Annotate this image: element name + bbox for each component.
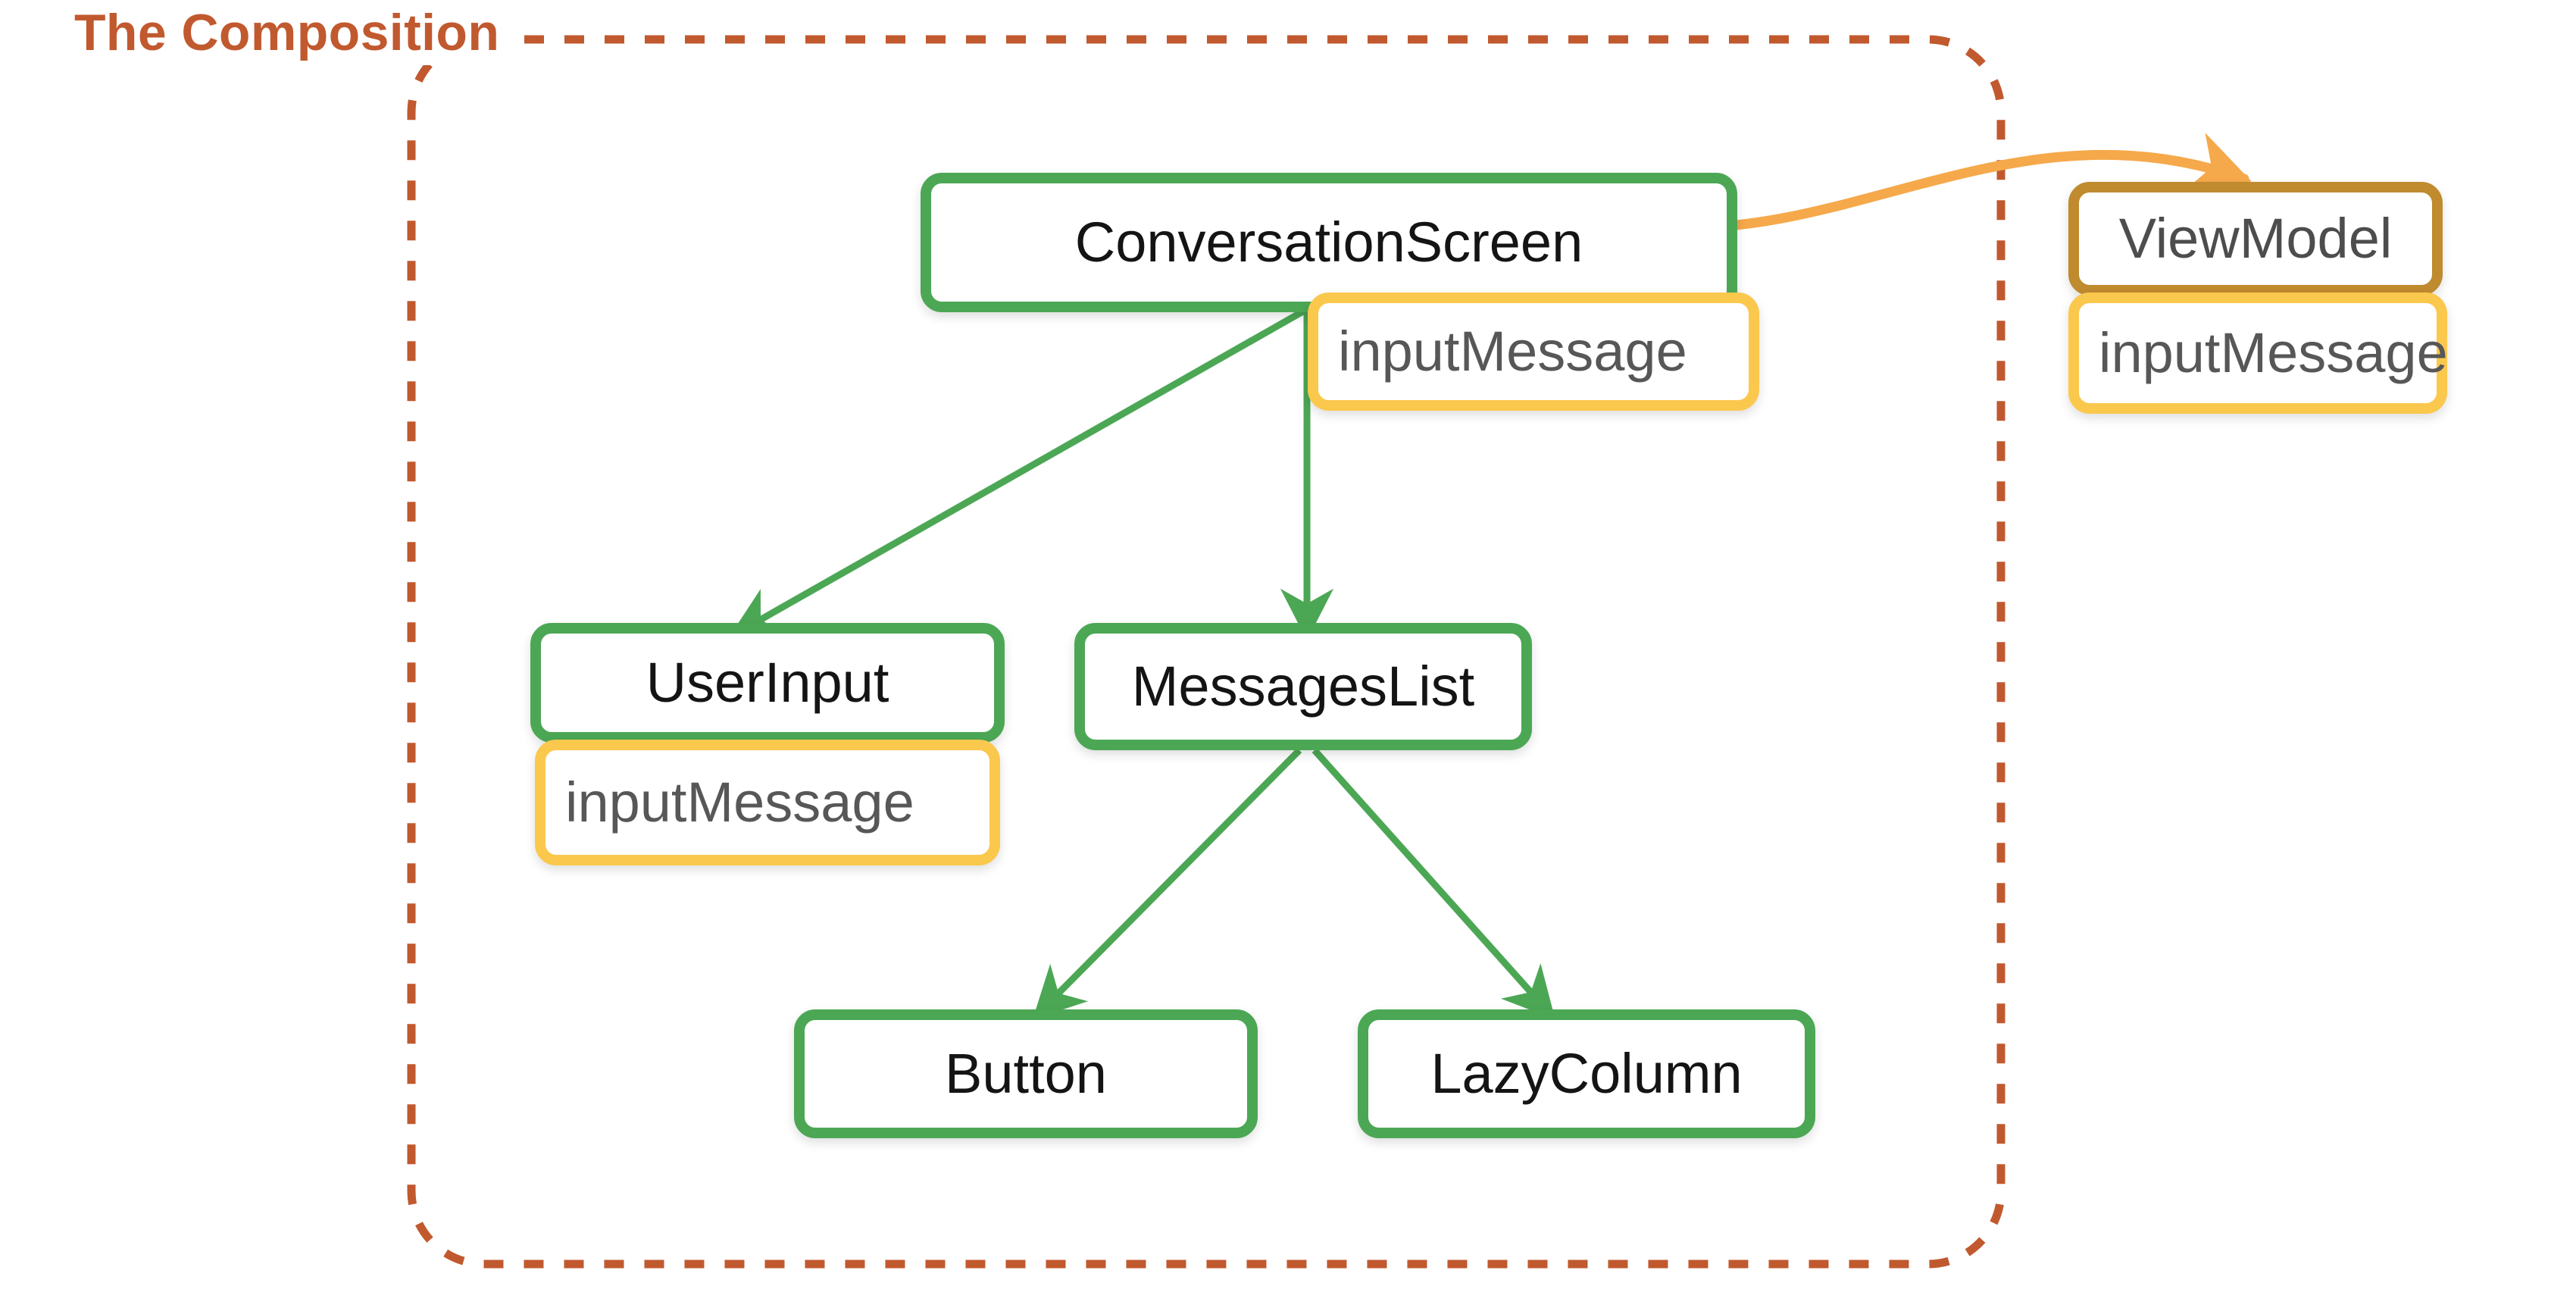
node-lazy-column[interactable]: LazyColumn <box>1358 1009 1815 1138</box>
node-user-input-state[interactable]: inputMessage <box>535 740 1000 865</box>
node-label-conversation-screen-state: inputMessage <box>1338 320 1687 383</box>
node-label-conversation-screen: ConversationScreen <box>1074 211 1583 274</box>
node-view-model-state[interactable]: inputMessage <box>2068 293 2448 414</box>
edge-messageslist-lazycolumn <box>1311 748 1555 1020</box>
node-messages-list[interactable]: MessagesList <box>1074 623 1532 750</box>
composition-boundary-label: The Composition <box>67 0 508 65</box>
node-user-input[interactable]: UserInput <box>530 623 1005 743</box>
node-conversation-screen-state[interactable]: inputMessage <box>1308 293 1759 411</box>
node-label-view-model-state: inputMessage <box>2099 321 2448 384</box>
edge-messageslist-button <box>1032 747 1302 1020</box>
edge-conversationscreen-viewmodel <box>1699 133 2252 233</box>
composition-boundary <box>407 35 2005 1269</box>
edge-conversationscreen-userinput <box>728 306 1309 638</box>
node-label-lazy-column: LazyColumn <box>1430 1042 1743 1105</box>
node-label-button: Button <box>945 1042 1107 1105</box>
node-label-user-input-state: inputMessage <box>565 771 914 834</box>
node-label-view-model: ViewModel <box>2118 207 2393 270</box>
node-label-user-input: UserInput <box>646 651 889 714</box>
node-label-messages-list: MessagesList <box>1131 655 1475 718</box>
node-conversation-screen[interactable]: ConversationScreen <box>921 173 1737 312</box>
node-view-model[interactable]: ViewModel <box>2068 182 2443 296</box>
node-button[interactable]: Button <box>794 1009 1258 1138</box>
